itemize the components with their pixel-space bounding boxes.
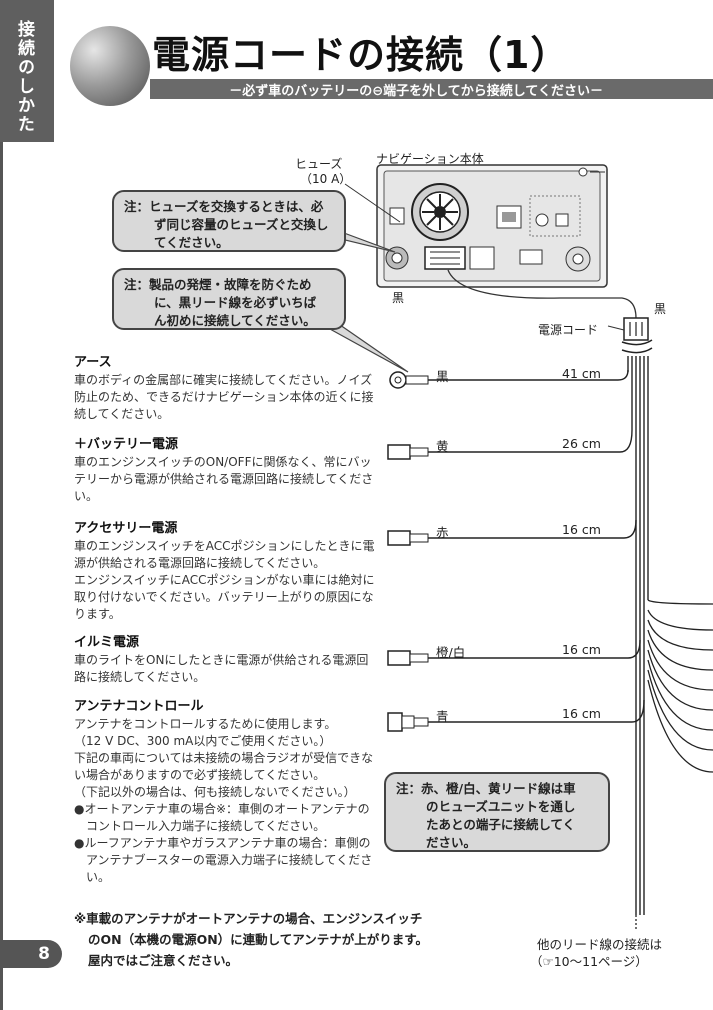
antenna-rating: （12 V DC、300 mA以内でご使用ください。）: [74, 734, 332, 748]
battery-title: ＋バッテリー電源: [74, 437, 179, 452]
accessory-section: アクセサリー電源 車のエンジンスイッチをACCポジションにしたときに電源が供給さ…: [74, 520, 380, 623]
connector-icon: [387, 530, 429, 546]
page-title: 電源コードの接続（1）: [152, 33, 570, 77]
wire-color-label: 橙/白: [436, 645, 466, 660]
wire-color-label: 黄: [436, 439, 449, 454]
black-label-right: 黒: [654, 302, 667, 316]
antenna-body: アンテナをコントロールするために使用します。: [74, 717, 337, 731]
earth-title: アース: [74, 355, 112, 370]
unit-label: ナビゲーション本体: [376, 152, 484, 166]
other-leads-text: 他のリード線の接続は: [537, 937, 663, 952]
battery-body: 車のエンジンスイッチのON/OFFに関係なく、常にバッテリーから電源が供給される…: [74, 455, 374, 503]
wire-color-label: 青: [436, 709, 449, 724]
connector-icon: [387, 712, 429, 732]
illumination-section: イルミ電源 車のライトをONにしたときに電源が供給される電源回路に接続してくださ…: [74, 634, 380, 686]
wire-length-label: 16 cm: [562, 522, 601, 537]
antenna-bullet: ●ルーフアンテナ車やガラスアンテナ車の場合：車側のアンテナブースターの電源入力端…: [74, 836, 373, 884]
accessory-title: アクセサリー電源: [74, 521, 178, 536]
smoke-note: 注：製品の発煙・故障を防ぐために、黒リード線を必ずいちばん初めに接続してください…: [112, 268, 346, 330]
connector-icon: [387, 650, 429, 666]
fuse-note: 注：ヒューズを交換するときは、必ず同じ容量のヒューズと交換してください。: [112, 190, 346, 252]
footnote: ※車載のアンテナがオートアンテナの場合、エンジンスイッチのON（本機の電源ON）…: [74, 911, 429, 968]
power-cord-label: 電源コード: [538, 323, 599, 337]
page-number-badge: 8: [0, 940, 62, 968]
page-number: 8: [38, 944, 50, 964]
wire-length-label: 16 cm: [562, 642, 601, 657]
ring-terminal-icon: [389, 371, 429, 389]
antenna-title: アンテナコントロール: [74, 699, 204, 714]
wire-color-label: 赤: [436, 525, 449, 540]
wire-color-label: 黒: [436, 369, 449, 384]
black-label-left: 黒: [392, 291, 405, 305]
fuse-rating-label: （10 A）: [300, 172, 352, 186]
antenna-body: （下記以外の場合は、何も接続しないでください。）: [74, 785, 356, 799]
side-border-line: [0, 142, 3, 1010]
illumination-title: イルミ電源: [74, 635, 140, 650]
title-circle-icon: [70, 26, 150, 106]
accessory-body: 車のエンジンスイッチをACCポジションにしたときに電源が供給される電源回路に接続…: [74, 539, 375, 570]
fuse-label: ヒューズ: [295, 157, 343, 171]
antenna-section: アンテナコントロール アンテナをコントロールするために使用します。 （12 V …: [74, 698, 380, 886]
side-tab-label: 接続のしかた: [14, 20, 34, 134]
earth-section: アース 車のボディの金属部に確実に接続してください。ノイズ防止のため、できるだけ…: [74, 354, 380, 423]
antenna-body: 下記の車両については未接続の場合ラジオが受信できない場合がありますので必ず接続し…: [74, 751, 374, 782]
section-side-tab: 接続のしかた: [0, 0, 54, 142]
antenna-bullet: ●オートアンテナ車の場合※：車側のオートアンテナのコントロール入力端子に接続して…: [74, 802, 370, 833]
battery-section: ＋バッテリー電源 車のエンジンスイッチのON/OFFに関係なく、常にバッテリーか…: [74, 436, 380, 505]
other-leads-page-ref[interactable]: （☞10～11ページ）: [530, 954, 648, 969]
earth-body: 車のボディの金属部に確実に接続してください。ノイズ防止のため、できるだけナビゲー…: [74, 373, 374, 421]
wire-length-label: 16 cm: [562, 706, 601, 721]
fuse-unit-note: 注：赤、橙/白、黄リード線は車のヒューズユニットを通したあとの端子に接続してくだ…: [384, 772, 610, 852]
subtitle-bar: －必ず車のバッテリーの⊖端子を外してから接続してください－: [150, 79, 713, 99]
connector-icon: [387, 444, 429, 460]
page-subtitle: －必ず車のバッテリーの⊖端子を外してから接続してください－: [229, 84, 603, 99]
wire-length-label: 41 cm: [562, 366, 601, 381]
illumination-body: 車のライトをONにしたときに電源が供給される電源回路に接続してください。: [74, 653, 369, 684]
wire-length-label: 26 cm: [562, 436, 601, 451]
navigation-unit-icon: [376, 164, 608, 288]
accessory-warning: エンジンスイッチにACCポジションがない車には絶対に取り付けないでください。バッ…: [74, 573, 375, 621]
